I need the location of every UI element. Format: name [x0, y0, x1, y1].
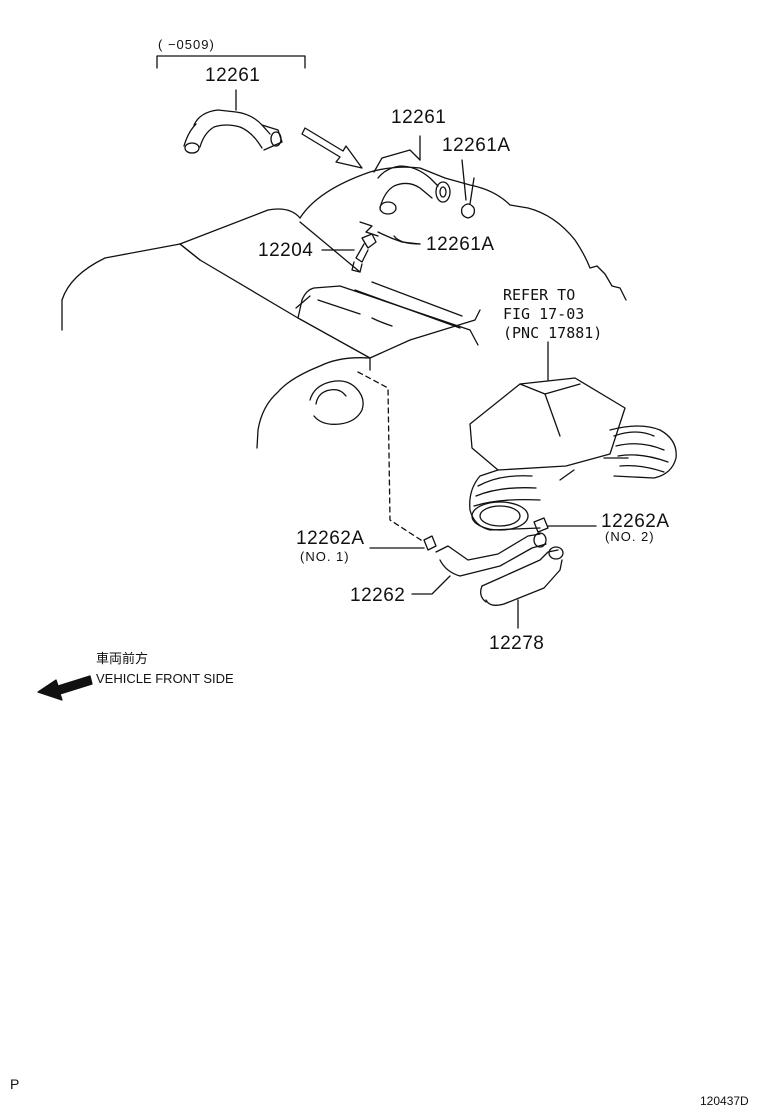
hose-lower2-shape	[480, 546, 564, 629]
direction-arrow	[301, 127, 363, 169]
part-number-hose-lower: 12262	[350, 585, 406, 606]
hose-shape	[373, 135, 451, 215]
clamp-no1-shape	[369, 535, 437, 551]
part-number-hose-lower2: 12278	[489, 633, 545, 654]
corner-letter: P	[10, 1076, 20, 1092]
refer-line-3: (PNC 17881)	[503, 324, 603, 342]
air-cleaner-shape	[469, 377, 677, 531]
clip-upper-shape	[460, 159, 476, 219]
clamp-no1-sub: (NO. 1)	[300, 549, 350, 564]
clamp-no2-shape	[533, 517, 597, 533]
part-number-hose-early: 12261	[205, 65, 261, 86]
dashed-connection	[357, 371, 425, 543]
hose-lower-shape	[411, 532, 547, 595]
refer-note: REFER TO FIG 17-03 (PNC 17881)	[503, 286, 602, 343]
leader-lines	[393, 177, 549, 381]
part-number-pcv-valve: 12204	[258, 240, 314, 261]
refer-line-1: REFER TO	[503, 286, 576, 304]
part-number-clip-upper: 12261A	[442, 135, 511, 156]
part-number-clamp-no2: 12262A	[601, 511, 670, 532]
clip-lower-shape	[359, 221, 421, 245]
clamp-no2-sub: (NO. 2)	[605, 529, 655, 544]
part-number-hose: 12261	[391, 107, 447, 128]
hose-early-shape	[183, 89, 283, 154]
date-range-label: ( −0509)	[158, 37, 215, 52]
front-label-en: VEHICLE FRONT SIDE	[96, 671, 234, 686]
part-number-clamp-no1: 12262A	[296, 528, 365, 549]
part-number-clip-lower: 12261A	[426, 234, 495, 255]
date-range-bracket	[156, 55, 306, 69]
engine-cover-outline	[61, 166, 627, 449]
figure-id: 120437D	[700, 1094, 749, 1108]
front-arrow-icon	[37, 675, 93, 701]
refer-line-2: FIG 17-03	[503, 305, 585, 323]
front-label-jp: 車両前方	[96, 652, 149, 667]
pcv-valve-shape	[321, 233, 377, 273]
